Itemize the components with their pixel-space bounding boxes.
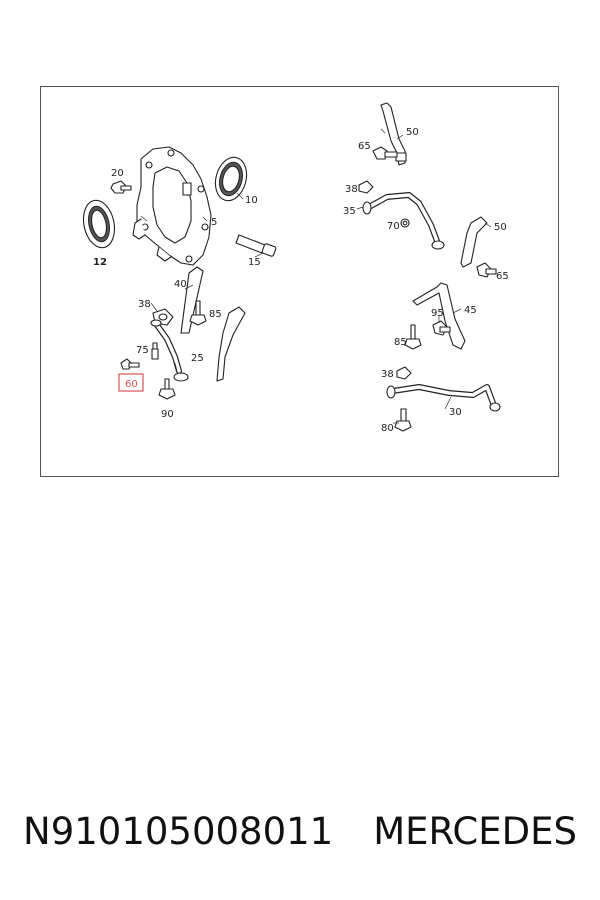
callout-40: 40: [174, 279, 187, 290]
bolt-75: [151, 342, 159, 360]
part-number: N910105008011: [23, 809, 334, 853]
callout-50-top: 50: [406, 127, 419, 138]
callout-15: 15: [248, 257, 261, 268]
bolt-65-top: [372, 146, 398, 160]
callout-30: 30: [449, 407, 462, 418]
cover-plate-5: [132, 146, 212, 266]
callout-38-right-bottom: 38: [381, 369, 394, 380]
bolt-65-mid: [476, 262, 497, 278]
bracket-50-mid: [460, 216, 488, 268]
callout-85-left: 85: [209, 309, 222, 320]
callout-5: 5: [211, 217, 217, 228]
leader-lines: [140, 128, 492, 424]
callout-70: 70: [387, 221, 400, 232]
callout-25: 25: [191, 353, 204, 364]
bolt-95: [432, 320, 451, 336]
clamp-38-right-bottom: [396, 366, 412, 380]
callout-65-top: 65: [358, 141, 371, 152]
product-caption: N910105008011 MERCEDES: [0, 806, 600, 856]
callout-65-mid: 65: [496, 271, 509, 282]
callout-80: 80: [381, 423, 394, 434]
bolt-90: [158, 378, 176, 400]
ring-70: [400, 218, 410, 228]
seal-ring-12: [82, 199, 116, 249]
bolt-60: [120, 358, 140, 370]
callout-60[interactable]: 60: [125, 379, 138, 390]
parts-diagram-drawing: 20 12 5 10 15 40 38 85 75 25 60 90 50 65…: [82, 102, 509, 434]
bracket-45: [412, 282, 466, 350]
callout-75: 75: [136, 345, 149, 356]
pipe-35: [362, 192, 445, 250]
pipe-25: [150, 319, 189, 382]
callout-38-right-top: 38: [345, 184, 358, 195]
dipstick-guide: [216, 306, 246, 382]
callout-numbers: 20 12 5 10 15 40 38 85 75 25 60 90 50 65…: [93, 127, 509, 434]
callout-10: 10: [245, 195, 258, 206]
parts-diagram: 20 12 5 10 15 40 38 85 75 25 60 90 50 65…: [40, 86, 559, 477]
bolt-85-right: [404, 324, 422, 350]
sealant-tube-15: [235, 234, 277, 257]
bolt-85-left: [189, 300, 207, 326]
bolt-20: [110, 180, 132, 194]
callout-90: 90: [161, 409, 174, 420]
callout-95: 95: [431, 308, 444, 319]
callout-35: 35: [343, 206, 356, 217]
callout-50-mid: 50: [494, 222, 507, 233]
pipe-30: [386, 384, 501, 412]
clamp-38-right-top: [358, 180, 374, 194]
callout-38-left: 38: [138, 299, 151, 310]
bolt-80: [394, 408, 412, 432]
seal-10: [214, 156, 248, 202]
callout-45: 45: [464, 305, 477, 316]
brand-name: MERCEDES: [373, 809, 577, 853]
callout-12: 12: [93, 257, 107, 268]
callout-85-right: 85: [394, 337, 407, 348]
callout-20: 20: [111, 168, 124, 179]
highlight-box-60: [118, 373, 144, 392]
